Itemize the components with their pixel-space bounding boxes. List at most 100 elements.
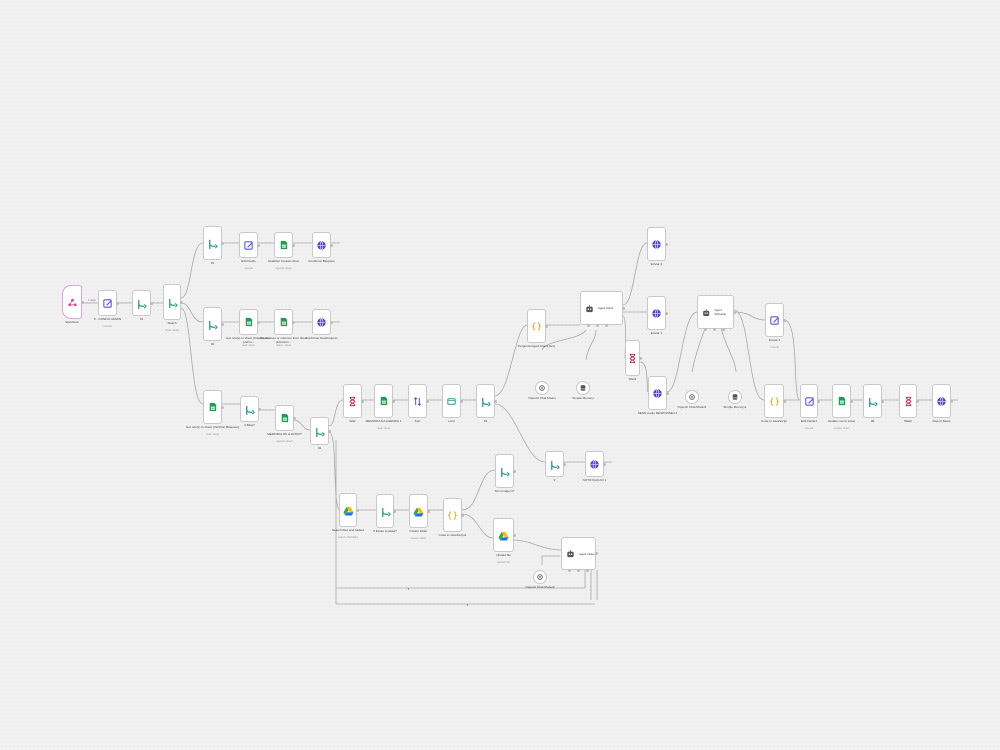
node-enviar2[interactable] <box>647 227 666 261</box>
output-port[interactable] <box>638 356 642 360</box>
output-port[interactable] <box>544 324 548 328</box>
sub-port[interactable] <box>713 328 716 331</box>
node-if-img[interactable] <box>495 454 514 488</box>
output-port[interactable] <box>291 243 295 247</box>
node-agent-vision[interactable]: Agent Vision <box>561 537 596 572</box>
output-port[interactable] <box>493 399 497 403</box>
sub-port[interactable] <box>605 324 608 327</box>
node-switch[interactable] <box>163 284 181 320</box>
node-openai-model2[interactable] <box>685 390 699 404</box>
node-report[interactable] <box>932 384 951 418</box>
output-port[interactable] <box>425 399 429 403</box>
output-port[interactable] <box>220 405 224 409</box>
node-if3[interactable] <box>476 384 495 418</box>
node-update-row[interactable] <box>832 384 851 418</box>
output-port[interactable] <box>220 241 224 245</box>
node-config[interactable] <box>98 290 117 316</box>
node-pergunta[interactable] <box>527 309 546 343</box>
output-port[interactable] <box>562 462 566 466</box>
output-port[interactable] <box>949 399 953 403</box>
node-edit-fields[interactable] <box>239 232 258 258</box>
node-wait3[interactable] <box>899 384 917 418</box>
node-get-rows[interactable] <box>239 309 258 335</box>
output-port[interactable] <box>732 310 736 314</box>
output-port[interactable] <box>460 513 464 517</box>
node-sort[interactable] <box>408 384 427 418</box>
node-code-js2[interactable] <box>443 498 462 532</box>
node-wait2[interactable] <box>625 340 640 376</box>
output-port[interactable] <box>292 416 296 420</box>
output-port[interactable] <box>329 320 333 324</box>
output-port[interactable] <box>257 407 261 411</box>
output-port[interactable] <box>594 552 598 555</box>
node-openai-model3[interactable] <box>533 570 547 584</box>
sub-port[interactable] <box>596 324 599 327</box>
output-port[interactable] <box>664 311 668 315</box>
node-agent-sched[interactable]: Agent Schedule <box>697 295 734 331</box>
node-code-js[interactable] <box>764 384 784 418</box>
node-if-low[interactable] <box>545 451 564 477</box>
output-port[interactable] <box>291 320 295 324</box>
output-port[interactable] <box>391 399 395 403</box>
output-port[interactable] <box>327 429 331 433</box>
node-atualizar[interactable] <box>274 232 293 258</box>
output-port[interactable] <box>915 399 919 403</box>
sub-port[interactable] <box>587 324 590 327</box>
output-port[interactable] <box>849 399 853 403</box>
node-upload-file[interactable] <box>493 518 514 552</box>
node-if-folder[interactable] <box>376 494 394 528</box>
output-port[interactable] <box>329 243 333 247</box>
output-port[interactable] <box>459 399 463 403</box>
output-port[interactable] <box>360 399 364 403</box>
node-edit-fields2[interactable] <box>800 384 818 418</box>
node-simple-memory[interactable] <box>576 381 590 395</box>
node-if-top[interactable] <box>203 226 222 260</box>
output-port[interactable] <box>355 508 359 512</box>
output-port[interactable] <box>665 391 669 395</box>
output-port[interactable] <box>664 242 668 246</box>
output-port[interactable] <box>782 399 786 403</box>
output-port[interactable] <box>782 318 786 322</box>
output-port[interactable] <box>426 509 430 513</box>
output-port[interactable] <box>256 320 260 324</box>
node-notificacao[interactable] <box>585 451 604 477</box>
node-get-rows2[interactable] <box>203 390 222 424</box>
output-port[interactable] <box>621 306 625 310</box>
output-port[interactable] <box>880 399 884 403</box>
output-port[interactable] <box>179 300 183 304</box>
node-wait1[interactable] <box>343 384 362 418</box>
node-limit[interactable] <box>442 384 461 418</box>
node-enviar3[interactable] <box>765 303 784 337</box>
sub-port[interactable] <box>704 328 707 331</box>
output-port[interactable] <box>392 509 396 513</box>
output-port[interactable] <box>149 301 153 305</box>
sub-port[interactable] <box>568 569 571 572</box>
node-bloqueio[interactable] <box>240 396 259 422</box>
node-enviar1[interactable] <box>647 296 666 330</box>
output-port[interactable] <box>115 301 119 305</box>
output-port[interactable] <box>80 300 84 304</box>
node-delete-rows[interactable] <box>274 309 293 335</box>
node-search-files[interactable] <box>339 493 357 527</box>
node-conf-bloq[interactable] <box>312 232 331 258</box>
node-memoria-ok[interactable] <box>275 405 294 431</box>
output-port[interactable] <box>512 469 516 473</box>
node-send-resp[interactable] <box>648 376 667 410</box>
output-port[interactable] <box>816 399 820 403</box>
node-if-mid[interactable] <box>203 307 222 341</box>
node-create-folder[interactable] <box>409 494 428 528</box>
node-ifx[interactable] <box>310 417 329 445</box>
sub-port[interactable] <box>586 569 589 572</box>
node-if1[interactable] <box>132 290 151 316</box>
sub-port[interactable] <box>722 328 725 331</box>
output-port[interactable] <box>220 322 224 326</box>
node-simple-memory2[interactable] <box>728 390 742 404</box>
node-memoria-1[interactable] <box>374 384 393 418</box>
node-webhook[interactable] <box>62 285 82 319</box>
output-port[interactable] <box>256 243 260 247</box>
node-if6[interactable] <box>863 384 882 418</box>
node-openai-model[interactable] <box>535 381 549 395</box>
output-port[interactable] <box>602 462 606 466</box>
node-agent-client[interactable]: Agent Client <box>580 291 623 327</box>
